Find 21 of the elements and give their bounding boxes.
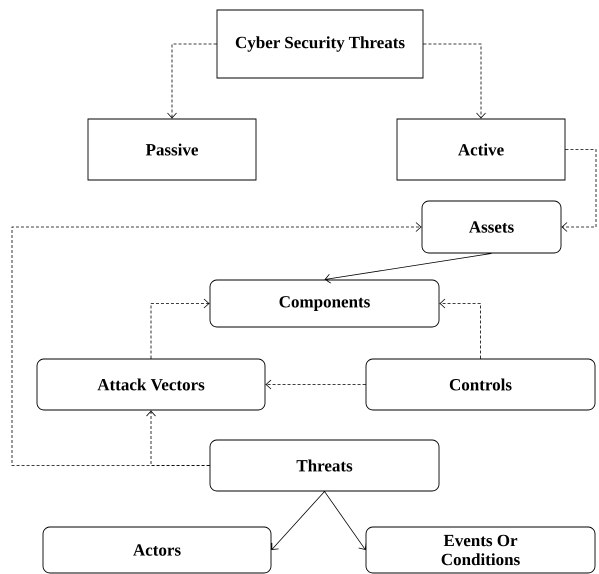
- process-box: Cyber Security Threats: [216, 10, 424, 78]
- arrow: [265, 380, 366, 390]
- arrow: [324, 253, 492, 284]
- rounded-box: Threats: [210, 440, 440, 492]
- arrow: [150, 298, 210, 359]
- rounded-box: Events Or Conditions: [366, 526, 596, 574]
- rounded-box: Controls: [366, 358, 596, 410]
- rounded-box: Components: [210, 280, 440, 328]
- rounded-box: Attack Vectors: [36, 358, 266, 410]
- arrow: [423, 44, 486, 119]
- arrow: [167, 44, 217, 119]
- arrow: [439, 298, 481, 359]
- rounded-box: Actors: [42, 526, 272, 574]
- arrow: [324, 491, 366, 550]
- arrow: [561, 149, 596, 232]
- process-box: Active: [396, 118, 566, 180]
- rounded-box: Assets: [422, 200, 562, 254]
- arrow: [271, 491, 325, 550]
- process-box: Passive: [88, 118, 256, 180]
- arrow: [12, 222, 422, 466]
- arrow: [146, 410, 210, 466]
